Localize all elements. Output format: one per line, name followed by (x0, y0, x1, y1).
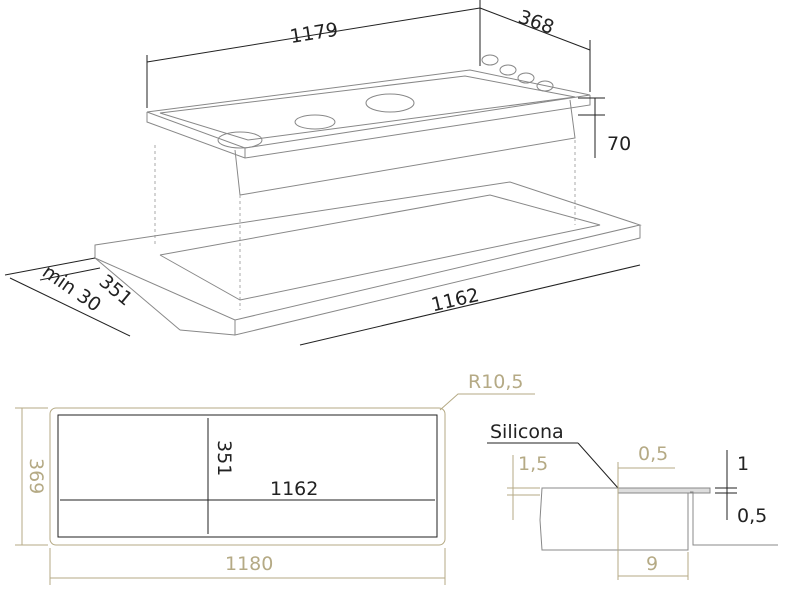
hob-isometric (146, 0, 605, 310)
width-dimension: 1179 (288, 19, 339, 48)
cutout-depth-dimension: 351 (95, 270, 137, 310)
inner-width-dimension: 1162 (270, 478, 318, 500)
inner-height-dimension: 351 (213, 440, 235, 476)
dim-1-5: 1,5 (518, 453, 548, 475)
section-detail (487, 442, 778, 580)
cutout-width-dimension: 1162 (429, 284, 481, 316)
control-knobs (481, 54, 554, 92)
height-dimension: 70 (607, 133, 631, 155)
dim-9: 9 (646, 553, 658, 575)
dim-0-5-top: 0,5 (638, 443, 668, 465)
outer-height-dimension: 369 (25, 458, 47, 494)
burners (217, 93, 415, 149)
dim-0-5-right: 0,5 (737, 505, 767, 527)
silicone-label: Silicona (490, 421, 564, 443)
plan-view (15, 393, 535, 585)
grate-outline (159, 75, 576, 141)
dim-1: 1 (737, 453, 749, 475)
depth-dimension: 368 (515, 6, 557, 39)
hob-top (146, 69, 591, 149)
outer-width-dimension: 1180 (225, 553, 273, 575)
radius-label: R10,5 (468, 371, 524, 393)
countertop-isometric (4, 181, 642, 346)
